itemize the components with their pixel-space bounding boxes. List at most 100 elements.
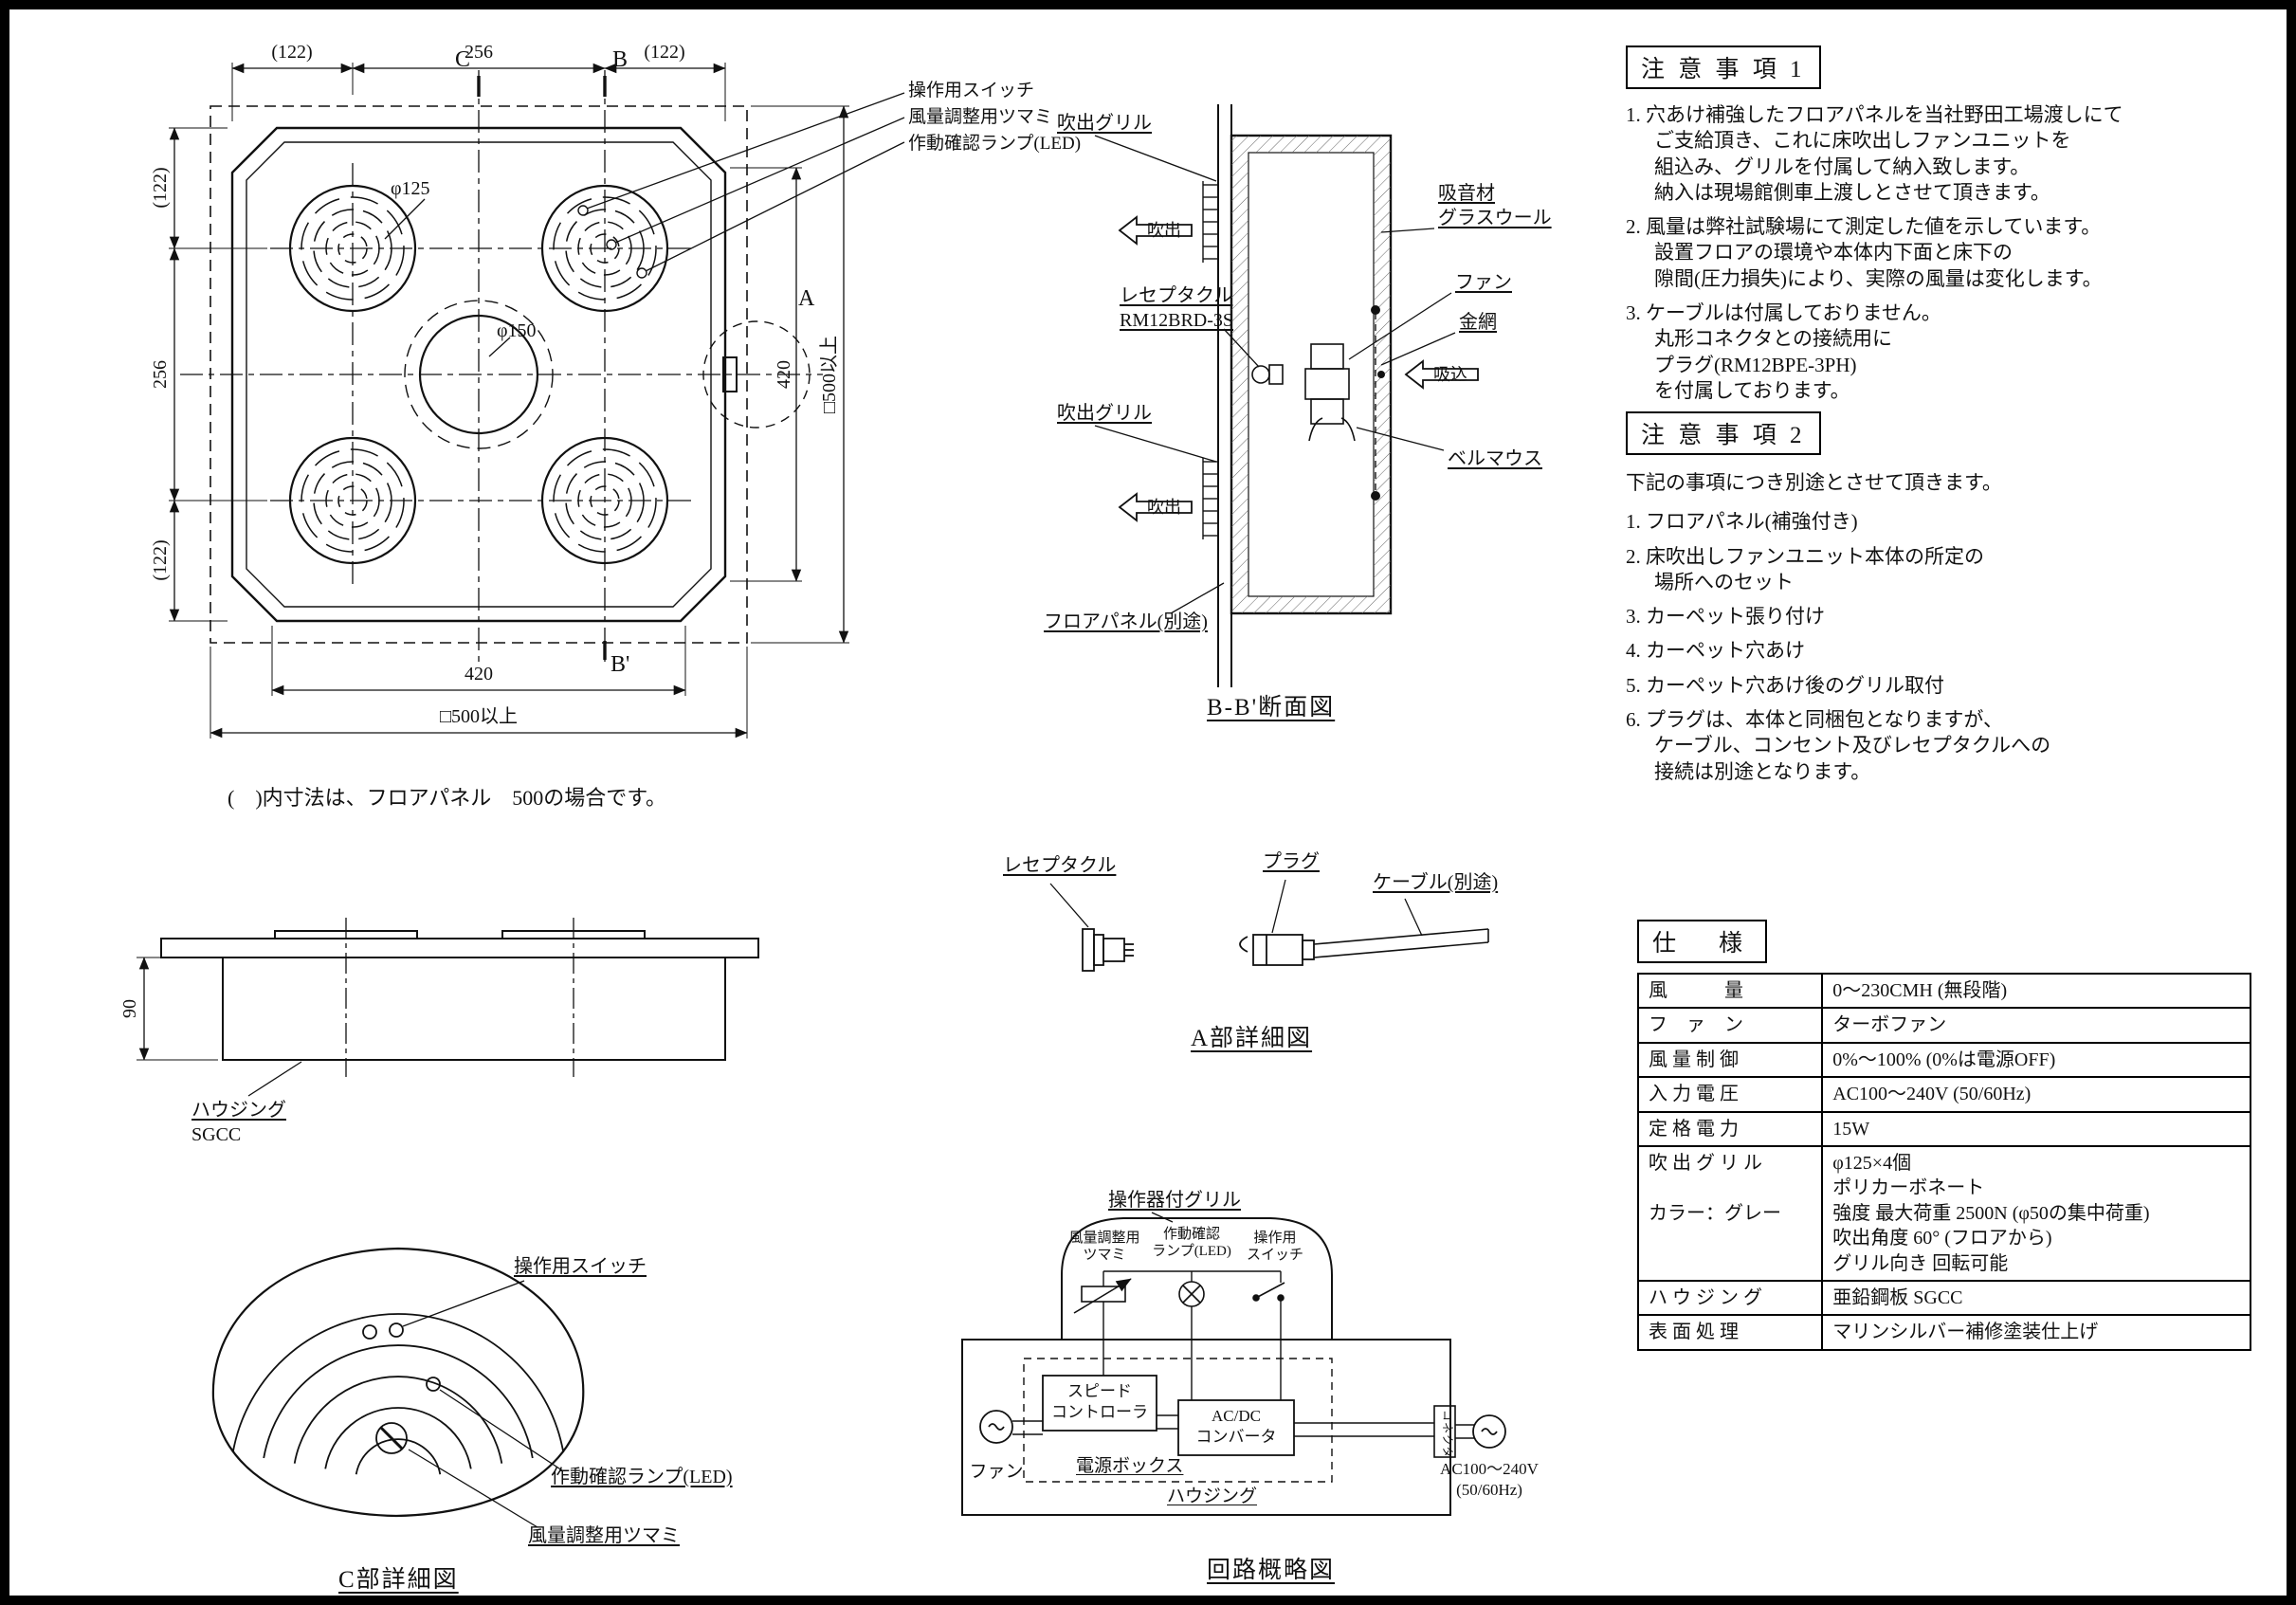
dim-bottom-inner: 420 <box>465 664 493 684</box>
power-box-label: 電源ボックス <box>1076 1456 1184 1476</box>
note-item: 2. 床吹出しファンユニット本体の所定の 場所へのセット <box>1626 544 1984 593</box>
note-item: 2. 風量は弊社試験場にて測定した値を示しています。 設置フロアの環境や本体内下… <box>1626 215 2103 290</box>
led-label: 作動確認ランプ(LED) <box>908 134 1082 154</box>
detail-c-title: C部詳細図 <box>338 1567 459 1593</box>
spec-label: 風 量 <box>1636 972 1824 1010</box>
blow-out-arrow-top-label: 吹出 <box>1147 221 1181 240</box>
lamp-symbol <box>1178 1281 1205 1307</box>
flow-arrows <box>1118 215 1479 522</box>
note-item: 3. ケーブルは付属しておりません。 丸形コネクタとの接続用に プラグ(RM12… <box>1626 301 1941 402</box>
grill-arcs <box>231 1313 565 1475</box>
center-diameter-label: φ150 <box>497 320 537 341</box>
spec-label: 風 量 制 御 <box>1636 1041 1824 1079</box>
section-marker-c: C <box>455 47 471 72</box>
plug-label: プラグ <box>1263 851 1320 872</box>
receptacle-label: レセプタクル RM12BRD-3S <box>1120 285 1234 331</box>
unit-panel-outline <box>230 126 727 623</box>
spec-value: φ125×4個 ポリカーボネート 強度 最大荷重 2500N (φ50の集中荷重… <box>1821 1144 2251 1282</box>
notes-1: 注 意 事 項 1 1. 穴あけ補強したフロアパネルを当社野田工場渡しにて ご支… <box>1626 46 2251 412</box>
dim-top-left: (122) <box>271 42 313 63</box>
grill-circles <box>288 184 669 565</box>
detail-a-title: A部詳細図 <box>1191 1026 1313 1051</box>
housing-section <box>1230 134 1393 615</box>
dim-left-bottom: (122) <box>150 539 171 581</box>
operator-grill-outline <box>1061 1217 1333 1340</box>
suction-arrow-label: 吸込 <box>1433 365 1467 384</box>
spec-label: 表 面 処 理 <box>1636 1314 1824 1351</box>
notes-1-title: 注 意 事 項 1 <box>1626 46 1821 89</box>
spec-value: AC100～240V (50/60Hz) <box>1821 1076 2251 1113</box>
note-item: 4. カーペット穴あけ <box>1626 639 1805 663</box>
resistor-symbol <box>1073 1278 1132 1314</box>
cable-label: ケーブル(別途) <box>1373 872 1499 893</box>
floor-panel-label: フロアパネル(別途) <box>1044 611 1208 632</box>
circuit-title: 回路概略図 <box>1207 1558 1336 1583</box>
section-line-marks <box>477 76 607 660</box>
converter-box-label: AC/DC コンバータ <box>1195 1407 1277 1447</box>
housing-material-label: SGCC <box>191 1124 242 1145</box>
note-item: 3. カーペット張り付け <box>1626 605 1825 629</box>
extension-lines <box>169 63 849 739</box>
center-lines <box>180 70 823 664</box>
dim-top-right: (122) <box>644 42 685 63</box>
spec-value: 0～230CMH (無段階) <box>1821 972 2251 1010</box>
side-view-drawing <box>137 918 759 1097</box>
spec-row-housing: ハ ウ ジ ン グ亜鉛鋼板 SGCC <box>1636 1279 2251 1317</box>
note-item: 1. フロアパネル(補強付き) <box>1626 510 1858 534</box>
circuit-diagram: 操作器付グリル 風量調整用 ツマミ 作動確認 ランプ(LED) 操作用 スイッチ… <box>934 1188 1559 1596</box>
grill-diameter-label: φ125 <box>391 178 430 199</box>
dim-left-top: (122) <box>150 167 171 209</box>
section-view-drawing <box>1094 104 1479 687</box>
absorber-label: 吸音材 グラスウール <box>1438 183 1552 228</box>
mount-dots <box>1371 305 1385 501</box>
operator-grill-label: 操作器付グリル <box>1108 1190 1241 1211</box>
grill-fins-top <box>1202 181 1218 263</box>
center-opening <box>404 300 554 449</box>
spec-label: ハ ウ ジ ン グ <box>1636 1279 1824 1317</box>
switch-label: 操作用スイッチ <box>514 1256 647 1277</box>
switch-label: 操作用 スイッチ <box>1246 1231 1303 1263</box>
housing-label: ハウジング <box>1167 1486 1258 1506</box>
plan-note: ( )内寸法は、フロアパネル 500の場合です。 <box>228 786 667 810</box>
speed-controller-box-label: スピード コントローラ <box>1051 1382 1148 1422</box>
spec-value: マリンシルバー補修塗装仕上げ <box>1821 1314 2251 1351</box>
receptacle-label: レセプタクル <box>1003 855 1117 876</box>
spec-label: フ ァ ン <box>1636 1007 1824 1044</box>
power-box <box>1023 1358 1333 1483</box>
spec-row-fan: フ ァ ンターボファン <box>1636 1007 2251 1044</box>
grill-outline <box>211 1247 585 1518</box>
notes-2-title: 注 意 事 項 2 <box>1626 411 1821 455</box>
detail-a-drawing <box>1049 879 1489 972</box>
dim-right-inner: 420 <box>774 360 794 389</box>
spec-row-finish: 表 面 処 理マリンシルバー補修塗装仕上げ <box>1636 1314 2251 1351</box>
ac-source-symbol <box>1472 1414 1506 1449</box>
outlet-grill-top-label: 吹出グリル <box>1057 113 1152 134</box>
spec-label: 吹 出 グ リ ル カラー：グレー <box>1636 1144 1824 1282</box>
led-label: 作動確認ランプ(LED) <box>551 1467 733 1487</box>
plan-view: (122) 256 (122) (122) 256 (122) 420 □500… <box>142 38 1100 825</box>
detail-a: レセプタクル プラグ ケーブル(別途) A部詳細図 <box>976 842 1545 1069</box>
outlet-grill-bottom-label: 吹出グリル <box>1057 403 1152 424</box>
dim-bottom-outer: □500以上 <box>439 706 519 727</box>
wires <box>1012 1270 1475 1439</box>
notes-2-intro: 下記の事項につき別途とさせて頂きます。 <box>1626 471 2002 494</box>
detail-marker-a: A <box>798 286 815 311</box>
component-boxes <box>1042 1375 1456 1458</box>
note-item: 5. カーペット穴あけ後のグリル取付 <box>1626 673 1944 697</box>
knob-label: 風量調整用 ツマミ <box>1068 1231 1140 1263</box>
detail-a-mark <box>702 320 811 429</box>
fan-symbol <box>979 1410 1013 1444</box>
side-outline <box>160 930 759 1061</box>
cable-drawing <box>1313 928 1489 958</box>
spec-title: 仕 様 <box>1637 920 1768 963</box>
dim-right-outer: □500以上 <box>819 335 840 414</box>
note-item: 6. プラグは、本体と同梱包となりますが、 ケーブル、コンセント及びレセプタクル… <box>1626 708 2051 783</box>
grill-fins-bottom <box>1202 458 1218 539</box>
switch-symbol <box>1252 1282 1285 1302</box>
detail-c: 操作用スイッチ 作動確認ランプ(LED) 風量調整用ツマミ C部詳細図 <box>175 1190 744 1596</box>
